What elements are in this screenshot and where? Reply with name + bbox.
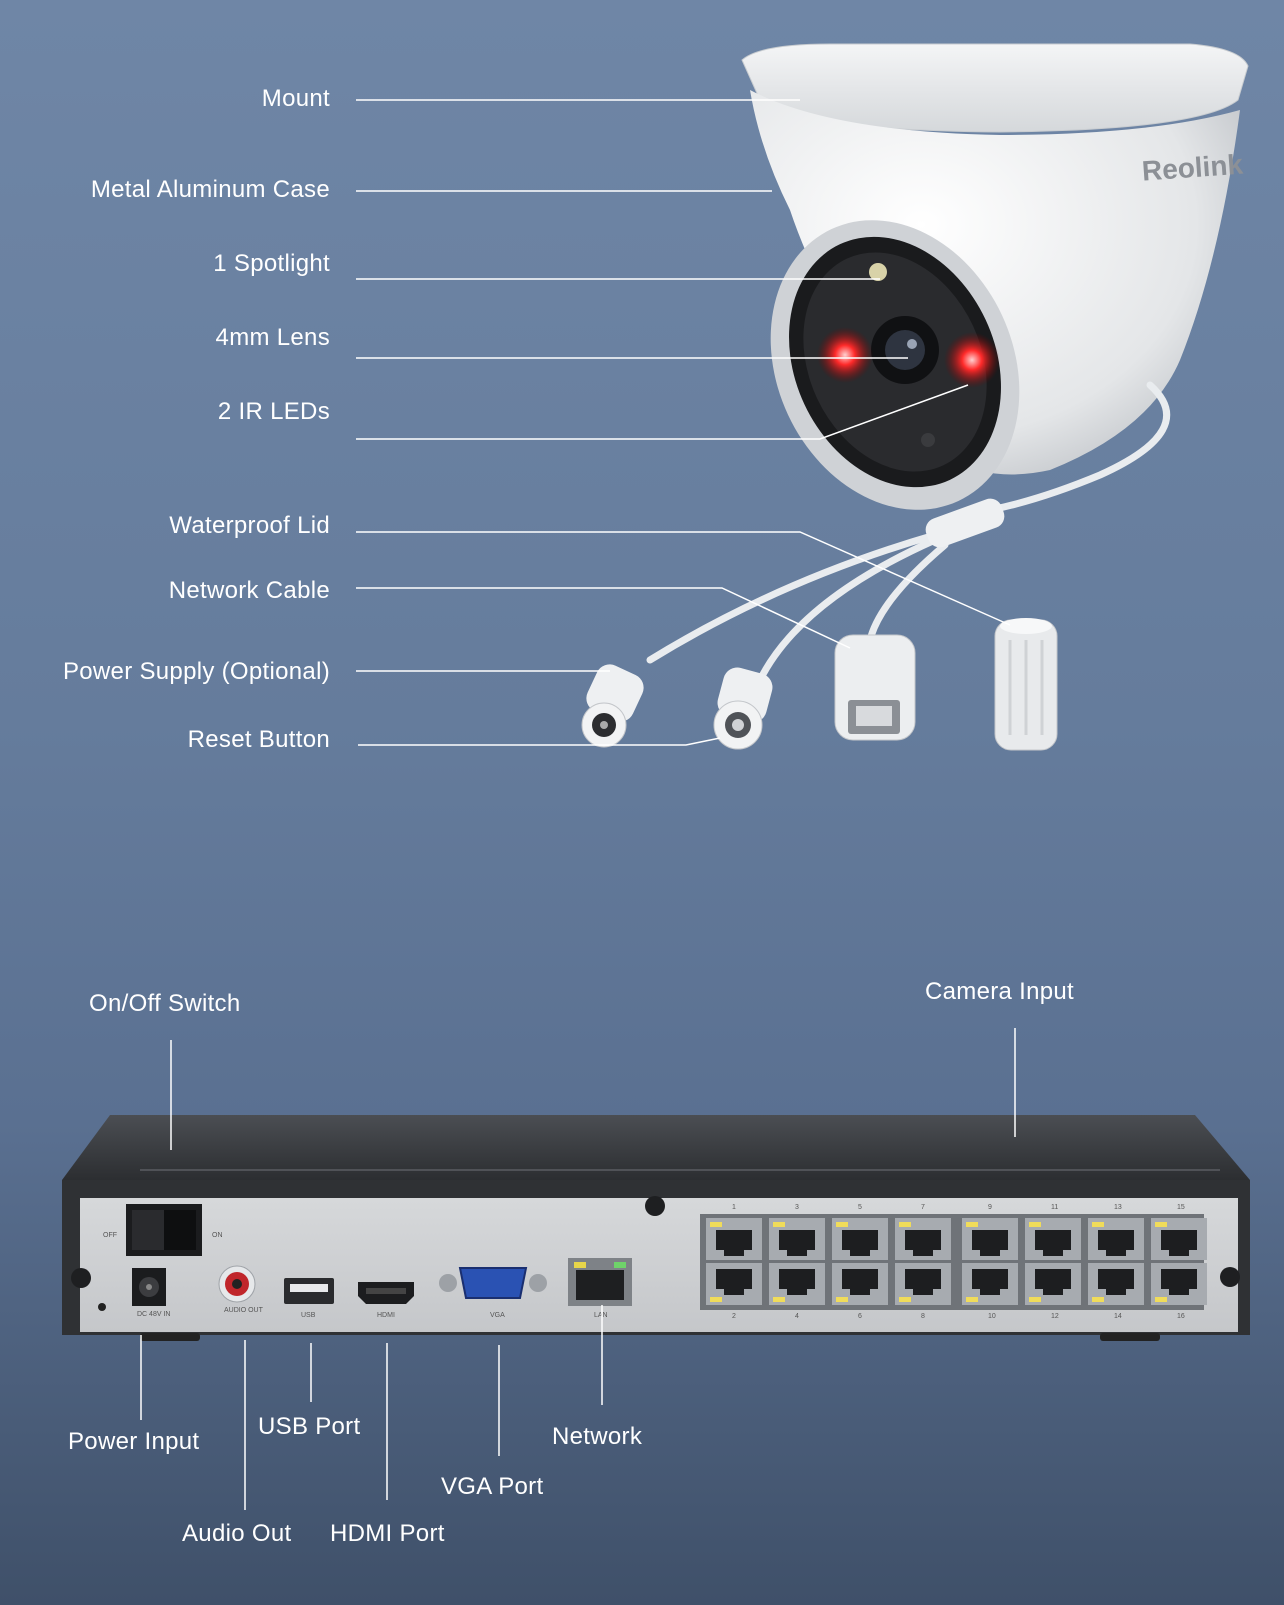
callout-network-cable: Network Cable: [168, 577, 330, 604]
camera-input-port: [1088, 1263, 1144, 1305]
camera-input-port: [832, 1263, 888, 1305]
usb-port-shape: [284, 1278, 334, 1304]
camera-input-port: [769, 1263, 825, 1305]
callout-camera-input: Camera Input: [925, 978, 1075, 1005]
camera-input-port: [706, 1263, 762, 1305]
callout-network: Network: [552, 1423, 643, 1450]
callout-spotlight: 1 Spotlight: [213, 250, 330, 277]
port-number-label: 8: [921, 1313, 925, 1320]
port-number-label: 2: [732, 1313, 736, 1320]
camera-input-port: [1151, 1218, 1207, 1260]
usb-text: USB: [301, 1312, 316, 1319]
callout-ir-leds: 2 IR LEDs: [217, 398, 330, 425]
port-number-label: 12: [1051, 1313, 1059, 1320]
dc-jack: [98, 1268, 166, 1311]
audio-jack: [218, 1265, 256, 1303]
port-number-label: 16: [1177, 1313, 1185, 1320]
camera-input-port: [1025, 1218, 1081, 1260]
callout-vga-port: VGA Port: [441, 1473, 544, 1500]
cable-splitter: [925, 498, 1005, 548]
camera-input-port: [1088, 1218, 1144, 1260]
callout-usb-port: USB Port: [258, 1413, 361, 1440]
lan-port-shape: [568, 1258, 632, 1306]
nvr-callout-lines: [140, 1028, 1016, 1510]
port-number-label: 9: [988, 1204, 992, 1211]
port-number-label: 6: [858, 1313, 862, 1320]
audio-text: AUDIO OUT: [224, 1307, 264, 1314]
port-number-label: 10: [988, 1313, 996, 1320]
camera-input-port: [895, 1263, 951, 1305]
camera-cables: [646, 381, 1171, 684]
camera-input-port: [832, 1218, 888, 1260]
port-number-label: 14: [1114, 1313, 1122, 1320]
power-connector: [581, 664, 644, 748]
camera-input-port: [769, 1218, 825, 1260]
callout-case: Metal Aluminum Case: [90, 176, 330, 203]
reset-connector: [713, 667, 773, 750]
camera-input-port: [895, 1218, 951, 1260]
camera-callout-lines: [356, 99, 1011, 746]
port-number-label: 3: [795, 1204, 799, 1211]
port-number-label: 13: [1114, 1204, 1122, 1211]
port-number-label: 11: [1051, 1204, 1058, 1211]
camera-input-port: [1151, 1263, 1207, 1305]
callout-lens: 4mm Lens: [215, 324, 330, 351]
port-number-label: 1: [732, 1204, 736, 1211]
camera-input-port: [706, 1218, 762, 1260]
port-number-label: 15: [1177, 1204, 1185, 1211]
vga-text: VGA: [490, 1312, 505, 1319]
port-number-label: 4: [795, 1313, 799, 1320]
camera-input-port: [1025, 1263, 1081, 1305]
hdmi-port-shape: [358, 1282, 414, 1304]
waterproof-lid: [994, 618, 1058, 751]
callout-power-input: Power Input: [68, 1428, 200, 1455]
callout-hdmi-port: HDMI Port: [330, 1520, 445, 1547]
power-switch[interactable]: [126, 1204, 202, 1256]
dc-text: DC 48V IN: [137, 1311, 170, 1318]
hdmi-text: HDMI: [377, 1312, 395, 1319]
callout-power-supply: Power Supply (Optional): [62, 658, 330, 685]
rj45-connector: [834, 634, 916, 741]
callout-audio-out: Audio Out: [182, 1520, 292, 1547]
port-number-label: 5: [858, 1204, 862, 1211]
callout-mount: Mount: [261, 85, 330, 112]
camera-input-port: [962, 1218, 1018, 1260]
camera-input-port: [962, 1263, 1018, 1305]
callout-reset-button: Reset Button: [187, 726, 330, 753]
vga-port-shape: [439, 1267, 547, 1299]
port-number-label: 7: [921, 1204, 925, 1211]
poe-port-block: [700, 1214, 1207, 1310]
switch-on-text: ON: [212, 1232, 223, 1239]
switch-off-text: OFF: [103, 1232, 117, 1239]
brand-logo: Reolink: [1141, 149, 1244, 187]
callout-waterproof-lid: Waterproof Lid: [169, 512, 330, 539]
camera-dome: [750, 90, 1240, 510]
callout-onoff-switch: On/Off Switch: [89, 990, 241, 1017]
lan-text: LAN: [594, 1312, 608, 1319]
